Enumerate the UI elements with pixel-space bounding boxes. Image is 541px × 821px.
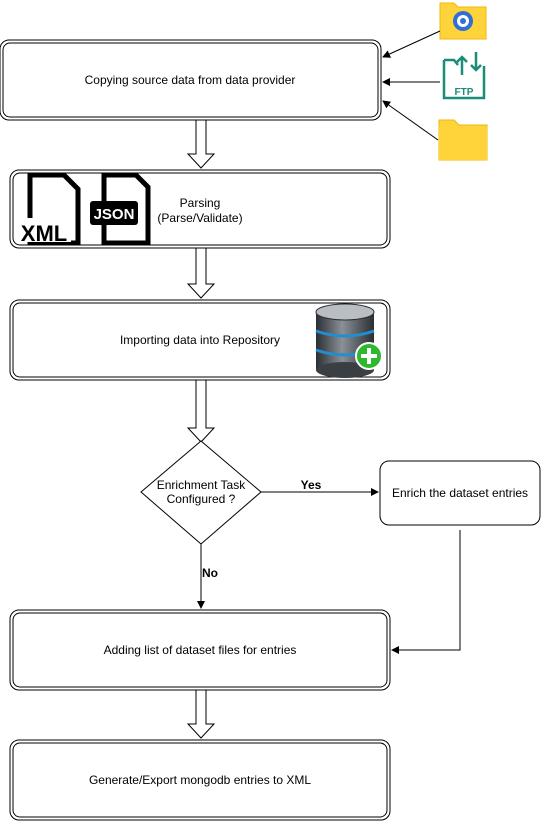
network-folder-icon [439, 2, 487, 40]
flow-arrow-parse-to-import [186, 247, 216, 299]
xml-icon-label: XML [21, 221, 67, 246]
step-parse-subtitle: (Parse/Validate) [157, 211, 242, 225]
database-add-icon [315, 303, 383, 378]
json-icon-label: JSON [94, 206, 135, 223]
decision-label-line1: Enrichment Task [157, 478, 246, 492]
step-copy-source-data[interactable]: Copying source data from data provider [0, 39, 382, 121]
step-add-dataset-files[interactable]: Adding list of dataset files for entries [9, 609, 391, 691]
step-copy-label: Copying source data from data provider [85, 73, 296, 87]
step-import-label: Importing data into Repository [120, 333, 280, 347]
step-enrich[interactable]: Enrich the dataset entries [379, 460, 541, 526]
edge-yes-label: Yes [301, 478, 322, 492]
flow-arrow-add-to-export [186, 689, 216, 739]
edge-enrich-to-add-files [391, 530, 461, 654]
xml-file-icon: XML [19, 172, 81, 246]
ftp-icon: FTP [442, 52, 486, 100]
step-export-label: Generate/Export mongodb entries to XML [89, 773, 311, 787]
edge-folder-to-copy [382, 100, 439, 141]
step-enrich-label: Enrich the dataset entries [392, 486, 528, 500]
ftp-icon-label: FTP [455, 87, 474, 98]
step-parse-title: Parsing [180, 196, 221, 210]
json-file-icon: JSON [90, 172, 151, 246]
flow-arrow-import-to-decision [186, 379, 216, 443]
step-add-files-label: Adding list of dataset files for entries [104, 643, 297, 657]
edge-network-to-copy [382, 30, 441, 58]
flow-arrow-copy-to-parse [186, 119, 216, 169]
folder-icon [438, 119, 488, 161]
step-export-xml[interactable]: Generate/Export mongodb entries to XML [9, 739, 391, 821]
decision-label-line2: Configured ? [167, 492, 236, 506]
step-import[interactable]: Importing data into Repository [9, 299, 391, 381]
edge-no-label: No [202, 566, 218, 580]
decision-enrichment-configured[interactable]: Enrichment Task Configured ? [140, 440, 262, 545]
